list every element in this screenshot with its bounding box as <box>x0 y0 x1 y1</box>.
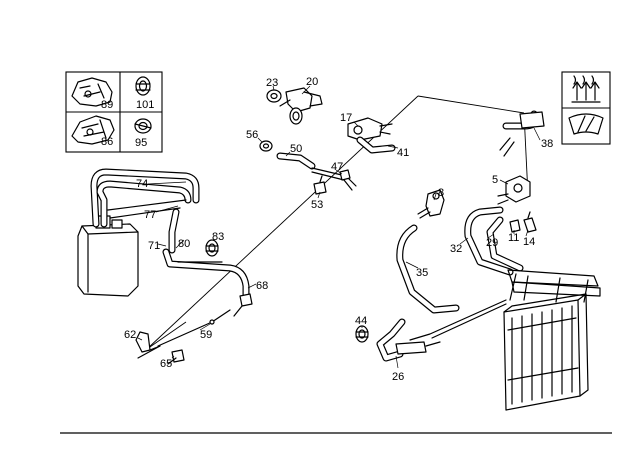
callout-29: 29 <box>486 237 498 249</box>
cap-56-icon <box>259 140 273 152</box>
callout-80: 80 <box>178 238 190 250</box>
hose-50 <box>276 152 316 170</box>
callout-101: 101 <box>136 99 154 111</box>
hose-41 <box>356 136 396 154</box>
leader-lines <box>137 85 541 369</box>
callout-41: 41 <box>397 147 409 159</box>
clamp-44-icon <box>355 325 369 343</box>
callout-26: 26 <box>392 371 404 383</box>
valve-8 <box>417 189 445 219</box>
callout-65: 65 <box>160 358 172 370</box>
callout-74: 74 <box>136 178 148 190</box>
hose-80 <box>162 248 250 304</box>
bracket-62 <box>135 331 161 359</box>
connector-53-icon <box>313 175 327 195</box>
sensor-11-icon <box>509 219 521 233</box>
hose-26 <box>376 318 441 362</box>
callout-53: 53 <box>311 199 323 211</box>
inset-clips-box <box>65 71 163 153</box>
callout-23: 23 <box>266 77 278 89</box>
callout-labels: 89 101 86 95 23 20 56 17 50 41 47 53 38 … <box>101 76 553 383</box>
hose-68 <box>233 293 253 317</box>
callout-95: 95 <box>135 137 147 149</box>
callout-47: 47 <box>331 161 343 173</box>
actuator-20 <box>279 87 323 125</box>
callout-68: 68 <box>256 280 268 292</box>
callout-14: 14 <box>523 236 535 248</box>
clamp-95-icon <box>134 118 152 134</box>
callout-20: 20 <box>306 76 318 88</box>
callout-86: 86 <box>101 136 113 148</box>
callout-56: 56 <box>246 129 258 141</box>
callout-44: 44 <box>355 315 367 327</box>
sensor-14-icon <box>523 211 537 233</box>
valve-17 <box>347 117 393 141</box>
callout-11: 11 <box>508 232 519 244</box>
clamp-101-icon <box>135 76 151 96</box>
callout-32: 32 <box>450 243 462 255</box>
callout-5: 5 <box>492 174 498 186</box>
hose-35 <box>396 224 460 314</box>
callout-83: 83 <box>212 231 224 243</box>
valve-5 <box>497 175 531 205</box>
callout-71: 71 <box>148 240 160 252</box>
pipe-assembly-74 <box>90 168 200 254</box>
callout-38: 38 <box>541 138 553 150</box>
clip-89-icon <box>71 77 113 107</box>
windshield-defrost-icon <box>568 113 604 135</box>
callout-8: 8 <box>438 187 444 199</box>
clip-86-icon <box>71 115 115 145</box>
callout-50: 50 <box>290 143 302 155</box>
callout-17: 17 <box>340 112 352 124</box>
heater-pipe-assembly <box>409 269 601 341</box>
heat-arrows-icon <box>571 75 601 103</box>
clamp-83-icon <box>205 239 219 257</box>
hose-29 <box>486 216 524 272</box>
bolt-65-icon <box>167 349 185 365</box>
callout-89: 89 <box>101 99 113 111</box>
callout-35: 35 <box>416 267 428 279</box>
cable-59 <box>157 309 231 347</box>
line-47 <box>311 167 357 191</box>
hose-38 <box>499 110 545 157</box>
callout-62: 62 <box>124 329 136 341</box>
inset-symbol-box <box>561 71 611 145</box>
coolant-reservoir <box>77 215 139 297</box>
callout-77: 77 <box>144 209 156 221</box>
grommet-23-icon <box>266 89 282 103</box>
callout-59: 59 <box>200 329 212 341</box>
hose-32 <box>464 206 514 276</box>
heater-core <box>503 293 589 411</box>
